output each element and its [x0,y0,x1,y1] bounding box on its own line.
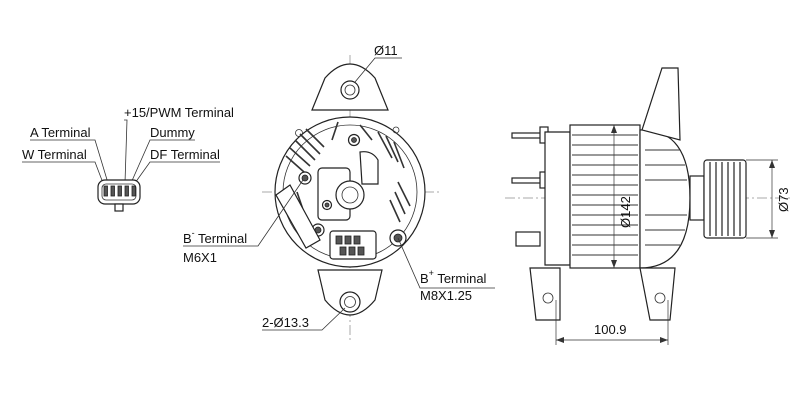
housing-bolts [295,126,400,237]
front-housing-vents [645,149,687,246]
b-plus-thread-label: M8X1.25 [420,288,472,303]
top-hole-diameter-label: Ø11 [374,43,398,58]
bottom-mount-hole [339,291,361,313]
length-dimension-label: 100.9 [594,322,627,337]
side-bracket [275,184,321,249]
pulley-hub [689,175,705,221]
b-plus-terminal-label: B+ Terminal [420,268,487,286]
a-terminal-label: A Terminal [30,125,91,140]
w-leader-line [22,161,104,184]
b-minus-thread-label: M6X1 [183,250,217,265]
side-terminal-studs [511,126,549,247]
connector-latch [114,203,124,212]
rear-view: Ø11 B- Terminal M6X1 B+ Terminal M8X1.25… [183,43,495,340]
side-view: Ø142 Ø73 100.9 [505,67,791,345]
connector-inner [101,183,137,201]
dummy-leader-line [130,139,195,184]
pwm-leader-line [124,119,128,184]
center-hub [335,180,365,210]
pulley-grooves [709,162,741,236]
rectifier-cover [359,151,379,185]
w-terminal-label: W Terminal [22,147,87,162]
b-minus-terminal-label: B- Terminal [183,228,247,246]
stator-fins [572,134,638,256]
top-mount-hole [340,80,360,100]
df-leader-line [134,161,220,184]
pwm-terminal-label: +15/PWM Terminal [124,105,234,120]
a-leader-line [30,139,109,184]
body-diameter-label: Ø142 [618,196,633,228]
pulley [703,159,747,239]
stator-body [569,124,641,269]
pulley-diameter-label: Ø73 [776,187,791,212]
side-top-lug [641,67,681,141]
connector-pins [103,185,136,197]
mount-hole-diameter-label: 2-Ø13.3 [262,315,309,330]
df-terminal-label: DF Terminal [150,147,220,162]
connector-detail: +15/PWM Terminal A Terminal Dummy W Term… [22,105,234,212]
side-rear-cover [544,131,571,266]
rear-connector-pins [335,235,365,256]
front-housing [639,129,691,269]
dummy-label: Dummy [150,125,195,140]
